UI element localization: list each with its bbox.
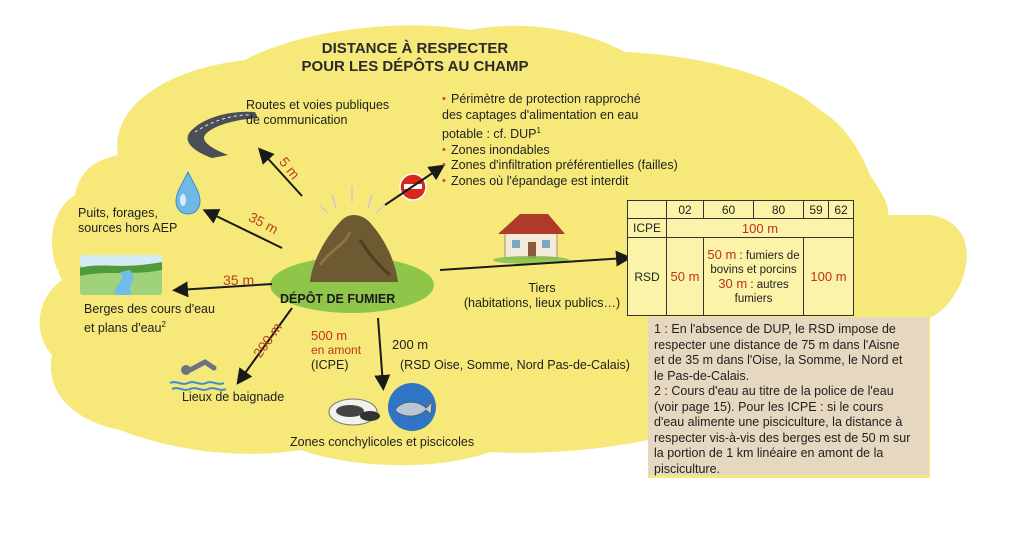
icpe-label: (ICPE) bbox=[311, 358, 349, 372]
house-icon bbox=[493, 214, 569, 264]
river-landscape-icon bbox=[80, 255, 162, 295]
icpe-qualifier: en amont bbox=[311, 343, 362, 357]
interdit-item-2: Zones inondables bbox=[442, 143, 702, 159]
zones-conchylicoles-label: Zones conchylicoles et piscicoles bbox=[290, 435, 475, 449]
rsd-zones-label: (RSD Oise, Somme, Nord Pas-de-Calais) bbox=[400, 358, 630, 372]
arrow-to-tiers bbox=[439, 250, 632, 271]
routes-label: Routes et voies publiques de communicati… bbox=[246, 98, 390, 127]
water-drop-icon bbox=[175, 170, 201, 215]
depot-fumier-label: DÉPÔT DE FUMIER bbox=[280, 292, 396, 306]
berges-label: Berges des cours d'eau et plans d'eau2 bbox=[84, 302, 215, 336]
icpe-distance: 500 m bbox=[311, 328, 348, 343]
interdit-item-4: Zones où l'épandage est interdit bbox=[442, 174, 702, 190]
rsd-zones-distance: 200 m bbox=[392, 337, 429, 352]
puits-label: Puits, forages, sources hors AEP bbox=[78, 206, 178, 235]
arrow-to-berges bbox=[172, 281, 273, 298]
header-60: 60 bbox=[703, 200, 754, 219]
distance-table: 02 60 80 59 62 ICPE 100 m RSD 50 m 50 m … bbox=[627, 200, 854, 316]
footnotes-box: 1 : En l'absence de DUP, le RSD impose d… bbox=[648, 317, 929, 476]
interdit-item-1: Périmètre de protection rapproché bbox=[442, 92, 702, 108]
header-80: 80 bbox=[753, 200, 804, 219]
interdit-item-3: Zones d'infiltration préférentielles (fa… bbox=[442, 158, 702, 174]
baignade-label: Lieux de baignade bbox=[182, 390, 285, 404]
swimmer-icon bbox=[169, 359, 227, 391]
header-59: 59 bbox=[803, 200, 829, 219]
rsd-60-80-cell: 50 m : fumiers de bovins et porcins 30 m… bbox=[703, 237, 804, 316]
fish-icon bbox=[388, 383, 436, 431]
arrow-to-puits bbox=[202, 209, 283, 249]
manure-pile-icon bbox=[270, 186, 434, 313]
header-02: 02 bbox=[666, 200, 704, 219]
arrow-to-zones bbox=[374, 317, 391, 391]
interdit-list: Périmètre de protection rapproché des ca… bbox=[442, 92, 702, 189]
rsd-59-62-value: 100 m bbox=[803, 237, 854, 316]
title-line-1: DISTANCE À RESPECTER bbox=[321, 40, 509, 57]
berges-distance: 35 m bbox=[223, 272, 255, 288]
arrow-to-interdit bbox=[384, 164, 445, 206]
title-line-2: POUR LES DÉPÔTS AU CHAMP bbox=[301, 58, 529, 75]
icpe-row-label: ICPE bbox=[627, 218, 667, 238]
tiers-label: Tiers (habitations, lieux publics…) bbox=[463, 281, 621, 310]
header-62: 62 bbox=[828, 200, 854, 219]
diagram-title: DISTANCE À RESPECTER POUR LES DÉPÔTS AU … bbox=[260, 40, 570, 76]
arrow-to-baignade bbox=[236, 307, 293, 385]
icpe-row-value: 100 m bbox=[666, 218, 854, 238]
rsd-row-label: RSD bbox=[627, 237, 667, 316]
rsd-02-value: 50 m bbox=[666, 237, 704, 316]
icpe-distance-block: 500 m en amont (ICPE) bbox=[311, 328, 361, 373]
arrow-to-routes bbox=[257, 147, 303, 197]
road-icon bbox=[187, 111, 258, 158]
shells-icon bbox=[328, 398, 380, 426]
